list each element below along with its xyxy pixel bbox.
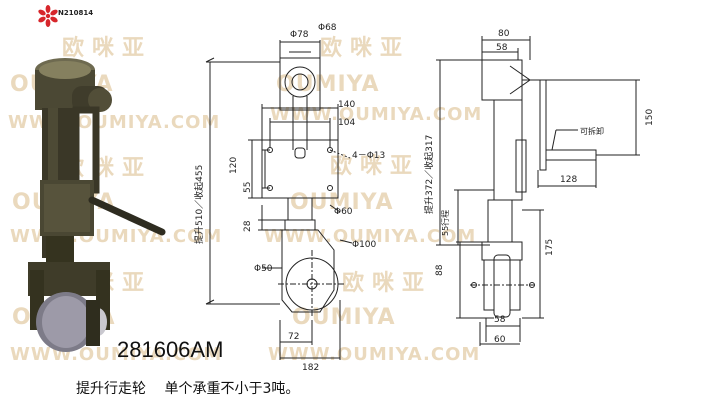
model-number: 281606AM [117,337,224,362]
brand-logo-icon [38,5,58,27]
mounting-plate [261,139,339,199]
dim-h55: 55 [243,182,253,193]
product-caption: 提升行走轮 单个承重不小于3吨。 [76,378,313,398]
dim-d68: Φ68 [318,23,337,33]
dim-h150: 150 [645,109,655,126]
dim-d60: Φ60 [334,207,353,217]
label-removable: 可拆卸 [580,126,604,136]
dim-w60: 60 [494,335,506,345]
dim-h120: 120 [229,157,239,174]
side-column [493,99,523,201]
front-view [205,40,353,360]
dim-w128: 128 [560,175,577,185]
dim-d50: Φ50 [254,264,273,274]
logo-code: N210814 [58,9,94,17]
dim-h88: 88 [435,264,445,276]
side-view [436,36,640,346]
dim-w80: 80 [498,29,510,39]
top-roller [284,66,316,98]
dim-holes: 4－Φ13 [352,151,385,161]
dim-w182: 182 [302,363,319,373]
side-wheel [493,254,511,318]
dim-stroke-right: 提升372／收起317 [423,135,435,214]
dim-h175: 175 [545,239,555,256]
dim-d78: Φ78 [290,30,309,40]
dim-stroke-left: 提升510／收起455 [193,165,205,244]
top-housing [279,57,321,111]
caption-title: 提升行走轮 [76,381,146,397]
dim-w72: 72 [288,332,299,342]
dim-w58: 58 [496,43,508,53]
dim-h28: 28 [243,220,253,232]
label-travel: 55行程 [440,210,450,236]
fork-body [281,229,335,313]
dim-w104: 104 [338,118,355,128]
dim-w58b: 58 [494,315,506,325]
caption-load: 单个承重不小于3吨。 [164,381,300,397]
side-housing [481,59,523,101]
dim-d100: Φ100 [352,240,377,250]
dim-w140: 140 [338,100,355,110]
